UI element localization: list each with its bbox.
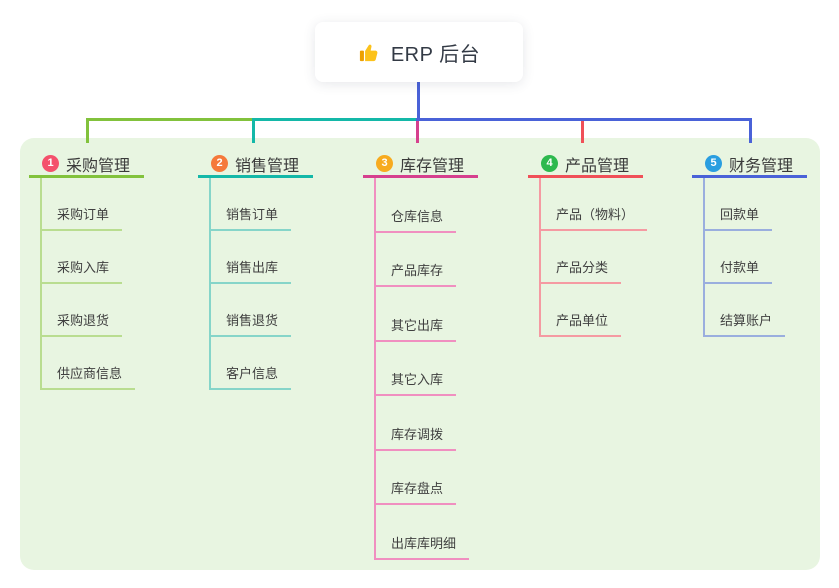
branch-node-inventory[interactable]: 3 库存管理 bbox=[363, 152, 478, 178]
child-node[interactable]: 其它入库 bbox=[374, 342, 478, 396]
branch-product: 4 产品管理产品（物料） 产品分类产品单位 bbox=[528, 152, 648, 337]
child-node-label: 销售退货 bbox=[209, 310, 292, 337]
child-node[interactable]: 销售订单 bbox=[209, 178, 313, 231]
child-node-label: 其它入库 bbox=[374, 369, 457, 396]
branches-panel bbox=[20, 138, 820, 570]
child-node-label: 产品库存 bbox=[374, 260, 457, 287]
branch-node-procurement[interactable]: 1 采购管理 bbox=[29, 152, 144, 178]
branch-node-product[interactable]: 4 产品管理 bbox=[528, 152, 643, 178]
child-node[interactable]: 回款单 bbox=[703, 178, 807, 231]
branch-number-badge: 3 bbox=[376, 155, 393, 172]
branch-number-badge: 1 bbox=[42, 155, 59, 172]
children-connector-line bbox=[40, 178, 42, 390]
child-node[interactable]: 付款单 bbox=[703, 231, 807, 284]
child-node-label: 客户信息 bbox=[209, 363, 292, 390]
child-node[interactable]: 产品分类 bbox=[539, 231, 643, 284]
branch-children: 仓库信息产品库存其它出库其它入库库存调拨库存盘点出库库明细 bbox=[363, 178, 478, 560]
child-node[interactable]: 客户信息 bbox=[209, 337, 313, 390]
branch-procurement: 1 采购管理采购订单采购入库采购退货供应商信息 bbox=[29, 152, 144, 390]
child-node-label: 产品单位 bbox=[539, 310, 622, 337]
child-node[interactable]: 销售退货 bbox=[209, 284, 313, 337]
branch-label: 采购管理 bbox=[66, 157, 131, 175]
branch-finance: 5 财务管理回款单付款单结算账户 bbox=[692, 152, 807, 337]
child-node[interactable]: 产品单位 bbox=[539, 284, 643, 337]
branch-children: 回款单付款单结算账户 bbox=[692, 178, 807, 337]
child-node-label: 结算账户 bbox=[703, 310, 786, 337]
child-node[interactable]: 采购订单 bbox=[40, 178, 144, 231]
child-node-label: 采购入库 bbox=[40, 257, 123, 284]
branch-number-badge: 4 bbox=[541, 155, 558, 172]
child-node-label: 产品（物料） bbox=[539, 204, 648, 231]
child-node-label: 回款单 bbox=[703, 204, 773, 231]
root-node-label: ERP 后台 bbox=[390, 43, 481, 66]
branch-children: 产品（物料） 产品分类产品单位 bbox=[528, 178, 648, 337]
branch-children: 销售订单销售出库销售退货客户信息 bbox=[198, 178, 313, 390]
branch-label: 销售管理 bbox=[235, 157, 300, 175]
child-node[interactable]: 产品库存 bbox=[374, 233, 478, 287]
thumbs-up-icon bbox=[358, 41, 381, 64]
child-node-label: 供应商信息 bbox=[40, 363, 136, 390]
branch-stub-3 bbox=[416, 121, 419, 143]
branch-inventory: 3 库存管理仓库信息产品库存其它出库其它入库库存调拨库存盘点出库库明细 bbox=[363, 152, 478, 560]
child-node[interactable]: 采购入库 bbox=[40, 231, 144, 284]
branch-label: 财务管理 bbox=[729, 157, 794, 175]
child-node-label: 销售出库 bbox=[209, 257, 292, 284]
root-trunk-connector bbox=[417, 82, 420, 121]
child-node-label: 产品分类 bbox=[539, 257, 622, 284]
child-node-label: 销售订单 bbox=[209, 204, 292, 231]
branch-stub-5 bbox=[749, 118, 752, 143]
branch-sales: 2 销售管理销售订单销售出库销售退货客户信息 bbox=[198, 152, 313, 390]
child-node[interactable]: 供应商信息 bbox=[40, 337, 144, 390]
child-node[interactable]: 结算账户 bbox=[703, 284, 807, 337]
child-node-label: 库存盘点 bbox=[374, 478, 457, 505]
branch-stub-1 bbox=[86, 118, 89, 143]
child-node[interactable]: 采购退货 bbox=[40, 284, 144, 337]
child-node[interactable]: 其它出库 bbox=[374, 287, 478, 342]
children-connector-line bbox=[209, 178, 211, 390]
child-node[interactable]: 库存盘点 bbox=[374, 451, 478, 505]
child-node-label: 出库库明细 bbox=[374, 533, 470, 560]
child-node-label: 采购退货 bbox=[40, 310, 123, 337]
child-node-label: 仓库信息 bbox=[374, 206, 457, 233]
connector-segment-right bbox=[416, 118, 751, 121]
children-connector-line bbox=[539, 178, 541, 337]
child-node-label: 其它出库 bbox=[374, 315, 457, 342]
branch-label: 库存管理 bbox=[400, 157, 465, 175]
children-connector-line bbox=[374, 178, 376, 560]
child-node-label: 库存调拨 bbox=[374, 424, 457, 451]
child-node[interactable]: 销售出库 bbox=[209, 231, 313, 284]
child-node[interactable]: 出库库明细 bbox=[374, 505, 478, 560]
child-node[interactable]: 库存调拨 bbox=[374, 396, 478, 451]
branch-stub-2 bbox=[252, 118, 255, 143]
child-node[interactable]: 产品（物料） bbox=[539, 178, 648, 231]
children-connector-line bbox=[703, 178, 705, 337]
root-node[interactable]: ERP 后台 bbox=[315, 22, 523, 82]
child-node-label: 采购订单 bbox=[40, 204, 123, 231]
branch-number-badge: 5 bbox=[705, 155, 722, 172]
branch-label: 产品管理 bbox=[565, 157, 630, 175]
branch-children: 采购订单采购入库采购退货供应商信息 bbox=[29, 178, 144, 390]
connector-segment-left bbox=[86, 118, 254, 121]
child-node-label: 付款单 bbox=[703, 257, 773, 284]
branch-stub-4 bbox=[581, 121, 584, 143]
child-node[interactable]: 仓库信息 bbox=[374, 178, 478, 233]
branch-node-finance[interactable]: 5 财务管理 bbox=[692, 152, 807, 178]
connector-segment-mid bbox=[252, 118, 418, 121]
branch-number-badge: 2 bbox=[211, 155, 228, 172]
branch-node-sales[interactable]: 2 销售管理 bbox=[198, 152, 313, 178]
